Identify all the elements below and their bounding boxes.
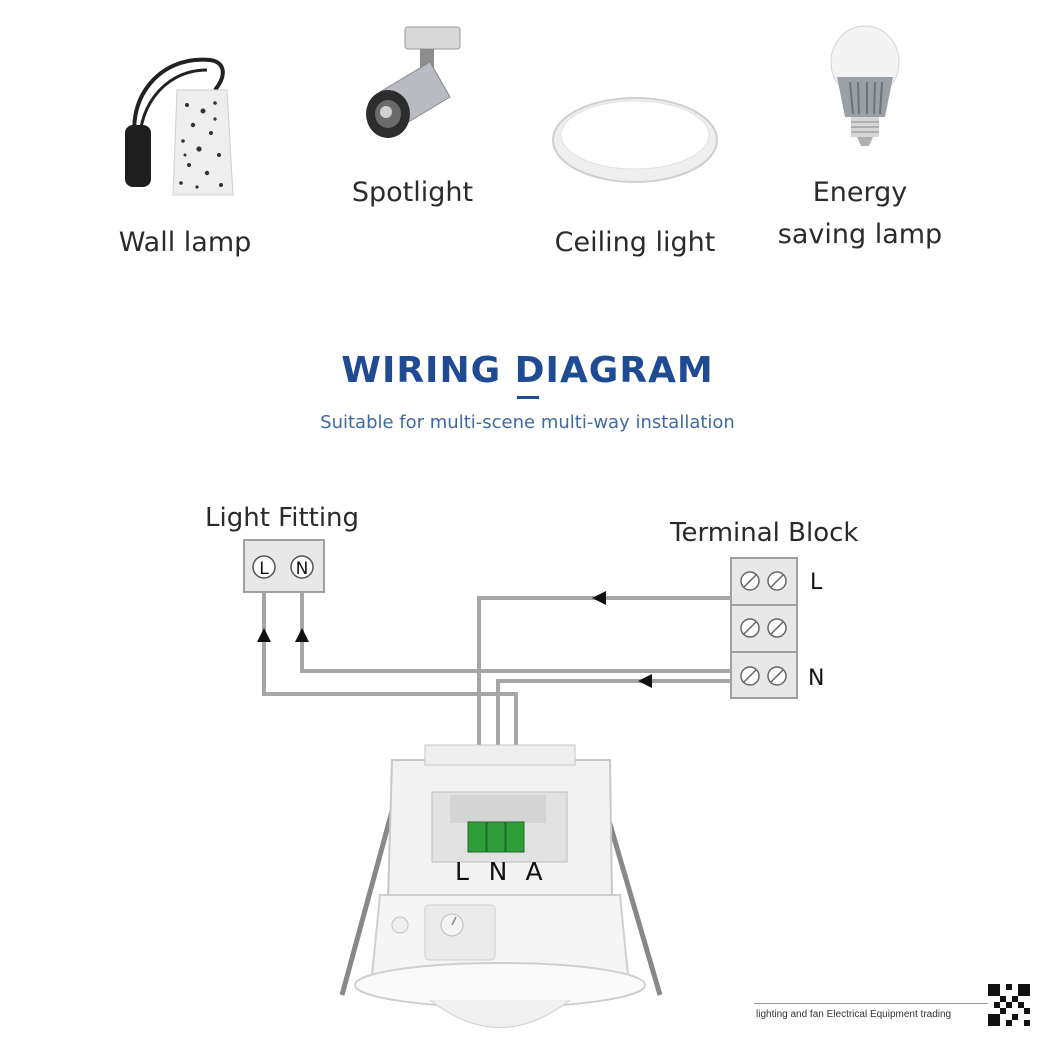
flow-arrows	[257, 591, 652, 688]
terminal-block-row-l: L	[810, 570, 823, 595]
product-label-energy-saving-lamp: Energy saving lamp	[770, 172, 950, 256]
light-fitting-terminal-n: N	[296, 559, 309, 579]
wall-lamp-icon	[125, 57, 234, 196]
wiring-diagram: L N L N	[243, 539, 824, 1028]
light-fitting-terminal-l: L	[259, 559, 269, 579]
sensor-terminal-n: N	[489, 857, 508, 886]
sensor-terminal-a: A	[525, 857, 542, 886]
footer-rule	[754, 1003, 1004, 1004]
terminal-block-row-n: N	[808, 666, 824, 691]
arrow-live-left	[592, 591, 606, 605]
product-label-ceiling-light: Ceiling light	[554, 227, 716, 258]
product-label-wall-lamp: Wall lamp	[118, 227, 252, 258]
footer-text: lighting and fan Electrical Equipment tr…	[756, 1009, 952, 1020]
terminal-block-box: L N	[730, 557, 824, 699]
arrow-fitting-n-up	[295, 628, 309, 642]
light-fitting-box: L N	[243, 539, 325, 593]
product-label-line-1: Energy	[812, 177, 908, 208]
title-underline	[517, 396, 539, 399]
product-label-spotlight: Spotlight	[351, 177, 474, 208]
motion-sensor: L N A	[339, 744, 663, 1028]
page-title: WIRING DIAGRAM	[341, 350, 714, 391]
arrow-neutral-left	[638, 674, 652, 688]
light-fitting-label: Light Fitting	[205, 503, 360, 533]
wire-fitting-neutral	[300, 592, 731, 673]
qr-code-icon	[988, 984, 1030, 1026]
sensor-terminal-l: L	[455, 857, 469, 886]
terminal-block-label: Terminal Block	[670, 518, 859, 548]
arrow-fitting-l-up	[257, 628, 271, 642]
page-subtitle: Suitable for multi-scene multi-way insta…	[320, 412, 735, 433]
bulb-icon	[830, 25, 900, 146]
product-label-line-2: saving lamp	[777, 219, 943, 250]
spotlight-icon	[366, 26, 461, 138]
ceiling-light-icon	[552, 97, 718, 183]
